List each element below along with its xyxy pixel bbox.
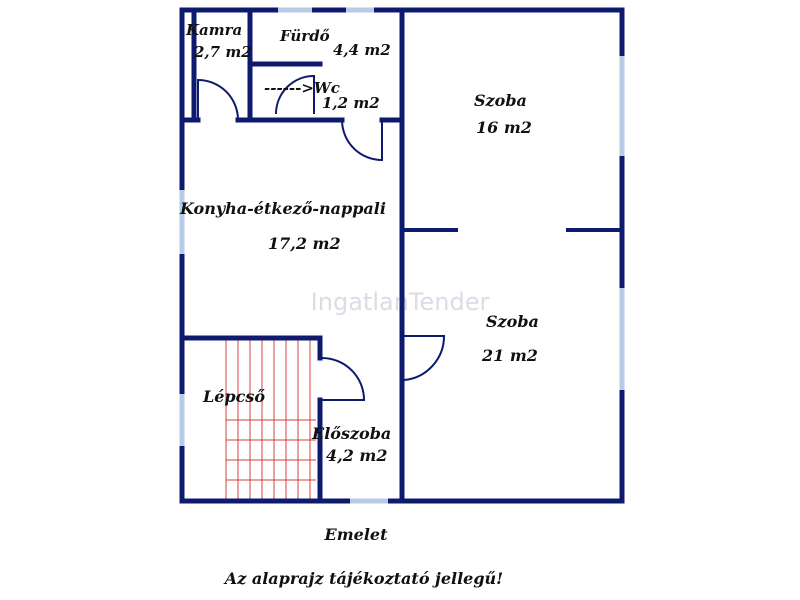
room-area-szoba-1: 16 m2 <box>476 118 532 137</box>
room-name-kamra: Kamra <box>185 21 242 39</box>
windows <box>179 7 625 504</box>
room-area-konyha: 17,2 m2 <box>268 234 341 253</box>
room-area-wc: 1,2 m2 <box>322 94 380 112</box>
room-name-wc: ------>Wc <box>264 79 340 97</box>
door-eloszoba <box>321 357 366 401</box>
door-wc <box>275 74 315 115</box>
door-konyha <box>341 119 383 162</box>
door-szoba <box>403 335 446 381</box>
room-area-kamra: 2,7 m2 <box>193 43 252 61</box>
room-name-furdo: Fürdő <box>279 27 330 45</box>
room-name-konyha: Konyha-étkező-nappali <box>179 199 386 218</box>
door-kamra <box>197 78 239 121</box>
disclaimer: Az alaprajz tájékoztató jellegű! <box>223 569 503 588</box>
room-name-szoba-2: Szoba <box>486 312 539 331</box>
room-name-lepcso: Lépcső <box>202 387 265 406</box>
room-area-furdo: 4,4 m2 <box>333 41 391 59</box>
room-name-szoba-1: Szoba <box>474 91 527 110</box>
room-area-szoba-2: 21 m2 <box>481 346 538 365</box>
doors <box>197 74 446 401</box>
floor-label: Emelet <box>324 525 389 544</box>
room-name-eloszoba: Előszoba <box>311 424 391 443</box>
walls <box>179 7 625 504</box>
room-area-eloszoba: 4,2 m2 <box>326 446 387 465</box>
staircase <box>225 340 316 499</box>
